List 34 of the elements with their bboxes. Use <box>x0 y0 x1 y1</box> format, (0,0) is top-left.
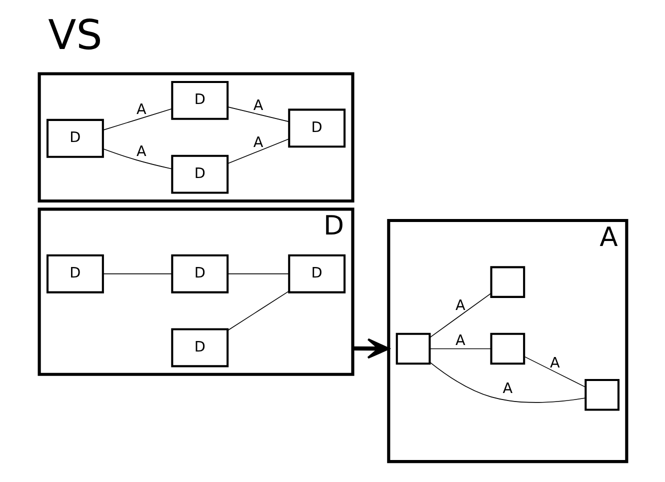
edge-label: A <box>136 144 146 160</box>
connector <box>226 290 289 331</box>
node-box: D <box>170 254 228 294</box>
node-box: D <box>170 154 228 194</box>
edge-label: A <box>252 98 263 114</box>
node-box: D <box>170 80 228 120</box>
node-box <box>490 266 525 298</box>
edge-label: A <box>252 134 263 151</box>
connector <box>102 108 172 130</box>
cluster <box>37 72 354 203</box>
edge-label: A <box>455 332 465 349</box>
connector <box>429 348 492 350</box>
connector <box>226 106 289 122</box>
node-box <box>584 379 619 411</box>
connector <box>102 273 172 274</box>
connector <box>226 273 289 274</box>
node-box: D <box>46 254 104 294</box>
node-box: D <box>288 108 346 148</box>
node-box: D <box>46 118 104 158</box>
connector <box>102 148 172 170</box>
connector <box>523 356 586 388</box>
node-box <box>395 332 430 365</box>
label: VS <box>48 11 102 60</box>
node-box: D <box>288 254 346 294</box>
edge-label: A <box>549 355 560 372</box>
node-box <box>490 332 525 365</box>
edge-label: A <box>455 298 465 314</box>
connector <box>226 138 289 164</box>
edge-label: A <box>136 102 146 118</box>
connector <box>429 292 492 338</box>
edge-label: A <box>502 381 512 398</box>
node-box: D <box>170 328 228 368</box>
connector <box>428 362 586 403</box>
arrow <box>352 338 390 359</box>
